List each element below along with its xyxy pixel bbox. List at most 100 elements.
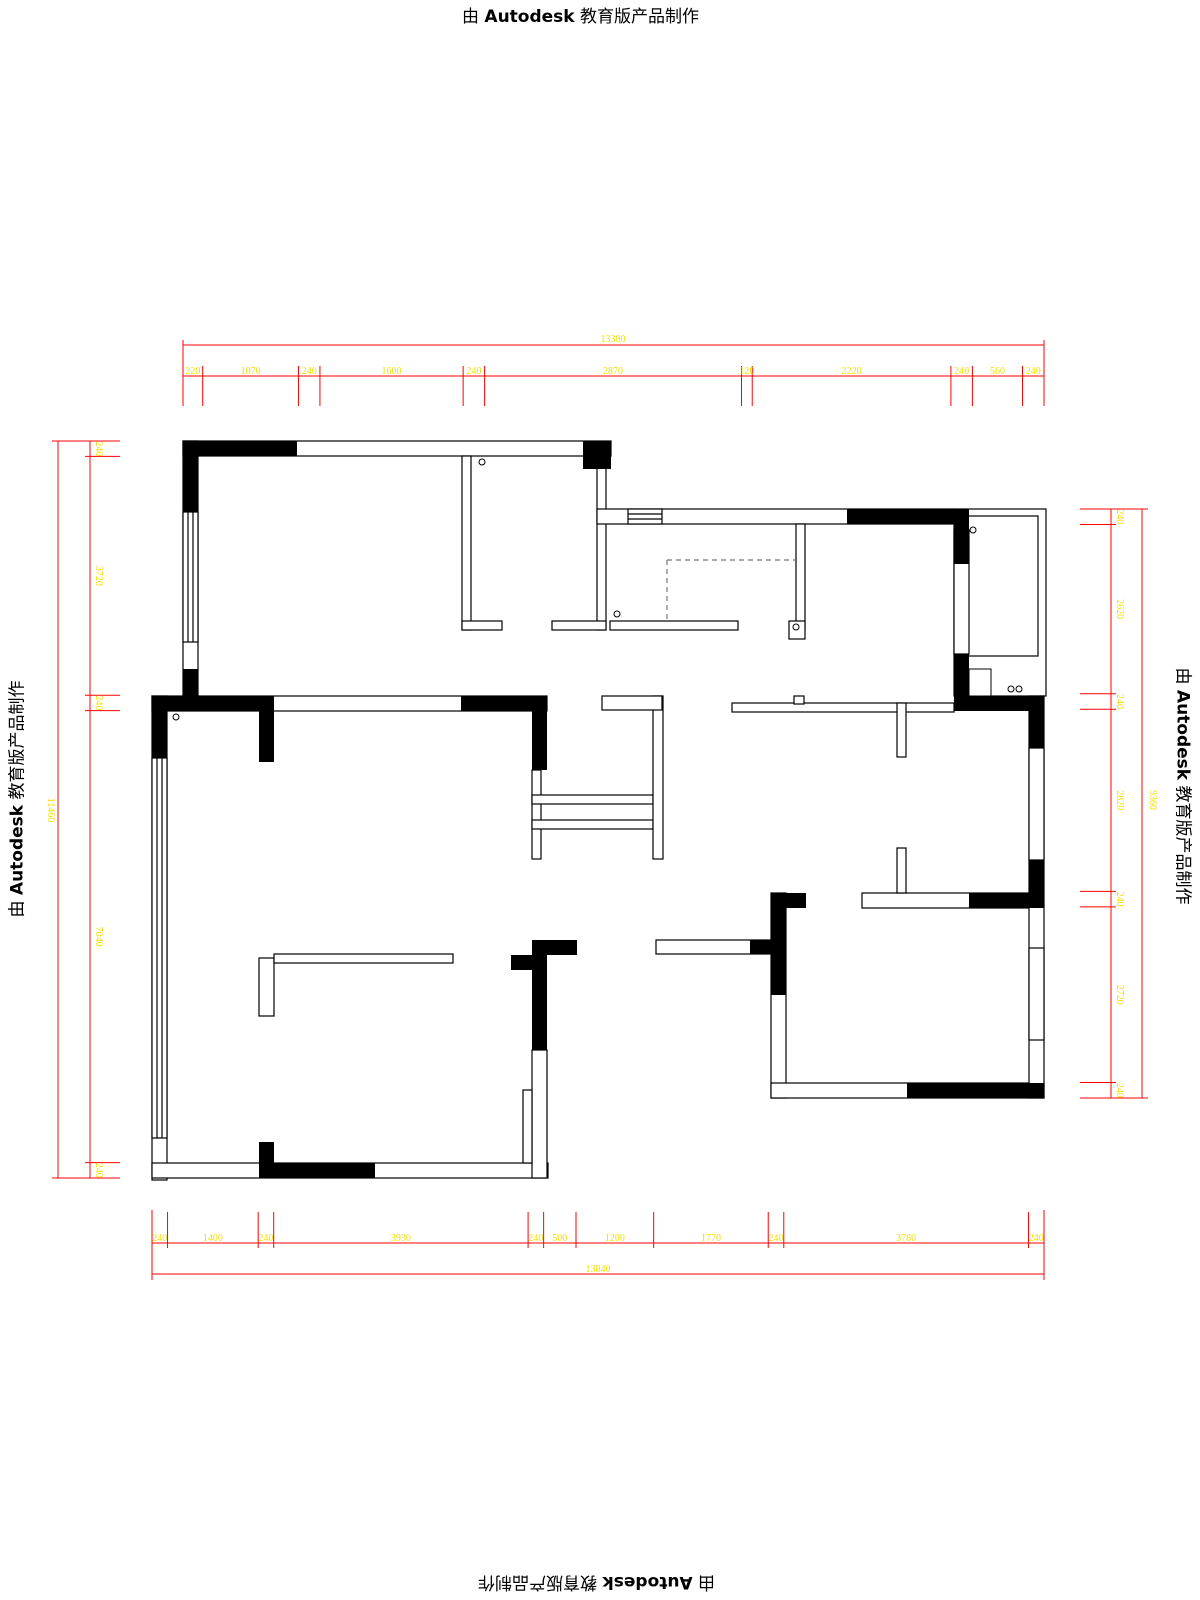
wall	[731, 702, 955, 713]
wall	[258, 957, 275, 1017]
dimension-label: 240	[769, 1233, 784, 1244]
dimension-label: 2220	[842, 366, 862, 377]
dimension-label: 240	[93, 441, 104, 456]
dimension-label: 240	[1114, 509, 1125, 524]
dimension-label: 1400	[203, 1233, 223, 1244]
dimension-label: 240	[302, 366, 317, 377]
wall	[531, 794, 654, 805]
dimension-labels: 13380 220 1070 240 1600 240 2870 120 2220 240 560 2…	[45, 334, 1158, 1275]
column	[183, 669, 198, 697]
wall	[551, 620, 607, 631]
wall	[601, 695, 663, 711]
dimension-label: 1600	[382, 366, 402, 377]
column	[954, 696, 1044, 711]
column	[1029, 696, 1044, 748]
dimension-label: 240	[528, 1233, 543, 1244]
column	[954, 509, 969, 564]
dimension-label: 240	[1114, 694, 1125, 709]
column	[183, 441, 198, 512]
wall	[461, 620, 503, 631]
window	[182, 511, 199, 643]
walls	[151, 440, 1047, 1181]
dimension-label: 240	[258, 1233, 273, 1244]
column	[907, 1083, 1044, 1098]
wall	[531, 819, 654, 830]
dimension-label: 2620	[1114, 599, 1125, 619]
circle-fixture-icon	[1015, 685, 1023, 693]
column	[847, 509, 954, 524]
dimension-label: 240	[93, 695, 104, 710]
column	[259, 1163, 375, 1178]
watermark-top: 由 Autodesk 教育版产品制作	[462, 2, 699, 27]
dimension-label: 13380	[601, 334, 626, 345]
column	[583, 441, 611, 469]
circle-fixture-icon	[969, 526, 977, 534]
wall	[652, 695, 664, 860]
dimension-label: 2870	[603, 366, 623, 377]
column	[532, 696, 547, 770]
dimension-label: 1200	[605, 1233, 625, 1244]
window	[1028, 947, 1045, 1041]
dimension-label: 240	[1029, 1233, 1044, 1244]
structural-columns	[152, 441, 1044, 1178]
dimension-label: 240	[152, 1233, 167, 1244]
dimension-label: 240	[466, 366, 481, 377]
dimension-label: 1070	[241, 366, 261, 377]
wall	[609, 620, 739, 631]
column	[750, 940, 786, 954]
wall	[596, 455, 607, 631]
dimension-label: 120	[739, 366, 754, 377]
column	[969, 893, 1044, 908]
dimension-label: 9360	[1147, 790, 1158, 810]
watermark-brand: Autodesk	[484, 7, 575, 27]
column	[511, 955, 547, 970]
column	[954, 654, 969, 709]
dimension-label: 2720	[1114, 985, 1125, 1005]
window	[151, 757, 168, 1139]
bathroom	[961, 515, 1039, 657]
column	[461, 696, 547, 711]
wall	[531, 769, 542, 860]
dimension-label: 11460	[45, 798, 56, 823]
dimension-label: 3720	[93, 566, 104, 586]
column	[152, 696, 167, 758]
dimension-label: 240	[1114, 892, 1125, 907]
wall	[531, 1049, 548, 1179]
dimension-lines	[52, 340, 1148, 1280]
window	[1028, 747, 1045, 861]
wall	[793, 695, 805, 705]
dimension-label: 240	[954, 366, 969, 377]
wall	[461, 455, 472, 631]
dimension-label: 13840	[586, 1264, 611, 1275]
step	[627, 508, 663, 525]
wall	[273, 953, 454, 964]
dimension-label: 2820	[1114, 790, 1125, 810]
watermark-prefix: 由	[462, 7, 479, 27]
circle-fixture-icon	[792, 623, 800, 631]
dimension-label: 240	[1026, 366, 1041, 377]
dimension-label: 1770	[701, 1233, 721, 1244]
fixtures	[172, 458, 1023, 721]
dimension-label: 240	[1114, 1083, 1125, 1098]
column	[259, 696, 274, 762]
dimension-label: 240	[93, 1163, 104, 1178]
dimension-label: 3780	[896, 1233, 916, 1244]
column	[152, 696, 274, 711]
wall	[522, 1089, 533, 1164]
circle-fixture-icon	[1007, 685, 1015, 693]
column	[183, 441, 297, 456]
wall	[795, 523, 806, 631]
dimension-label: 220	[185, 366, 200, 377]
toilet-icon	[968, 668, 992, 697]
dimension-label: 500	[552, 1233, 567, 1244]
wall	[896, 702, 907, 758]
wall	[896, 847, 907, 894]
dimension-label: 560	[990, 366, 1005, 377]
circle-fixture-icon	[613, 610, 621, 618]
circle-fixture-icon	[478, 458, 486, 466]
dimension-label: 7040	[93, 927, 104, 947]
watermark-suffix: 教育版产品制作	[580, 7, 700, 27]
circle-fixture-icon	[172, 713, 180, 721]
dimension-label: 3930	[391, 1233, 411, 1244]
